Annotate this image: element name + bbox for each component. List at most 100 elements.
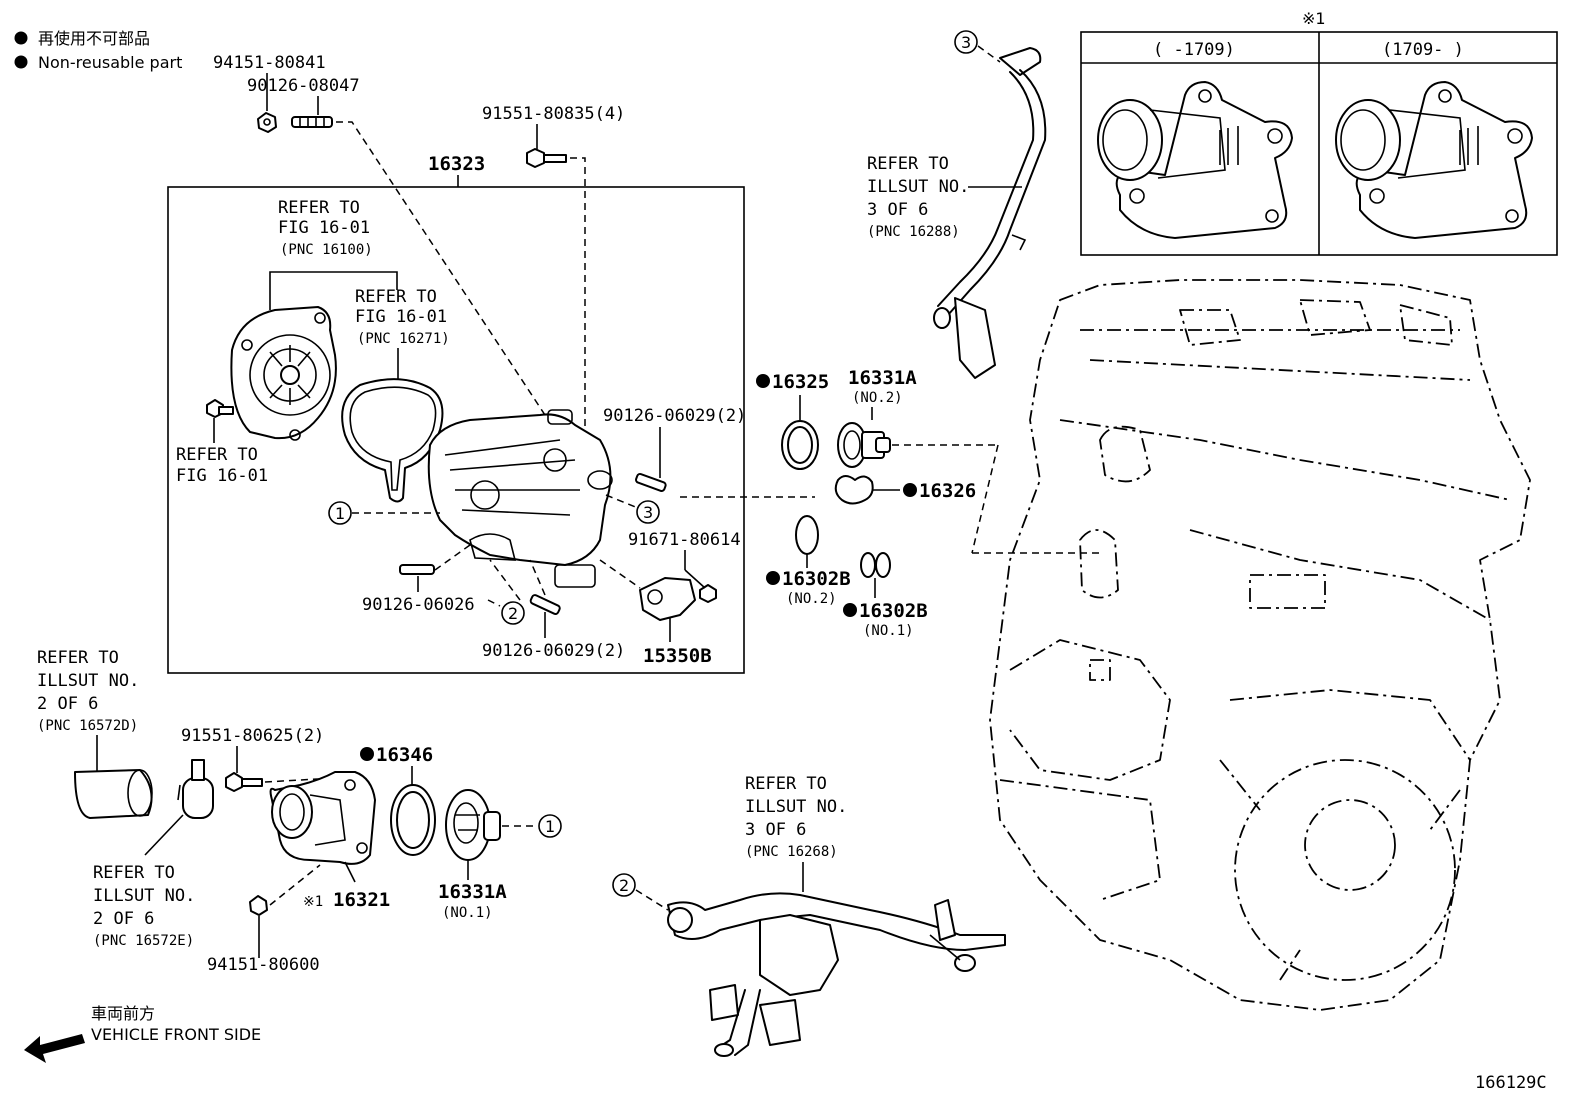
svg-text:(PNC 16288): (PNC 16288) bbox=[867, 224, 960, 240]
gasket-16325[interactable] bbox=[781, 420, 819, 470]
mark-16321: ※1 bbox=[303, 894, 323, 910]
inset-col-left: ( -1709) bbox=[1153, 40, 1235, 60]
svg-text:ILLSUT NO.: ILLSUT NO. bbox=[37, 671, 139, 691]
water-pump-assembly[interactable] bbox=[230, 306, 337, 441]
stud-90126-06029-upper[interactable] bbox=[635, 472, 667, 492]
svg-text:(NO.2): (NO.2) bbox=[786, 591, 837, 607]
thermostat-16331a-no1[interactable] bbox=[445, 789, 501, 861]
water-bypass-pipe-16268[interactable] bbox=[667, 892, 1006, 1057]
label-15350b[interactable]: 15350B bbox=[643, 645, 712, 667]
non-reusable-dot-icon bbox=[360, 747, 374, 761]
hose-clamp[interactable] bbox=[177, 759, 214, 819]
label-90126-08047[interactable]: 90126-08047 bbox=[247, 76, 360, 96]
bolt-91551-80625[interactable] bbox=[225, 772, 263, 792]
label-16302b-no2[interactable]: 16302B bbox=[782, 568, 851, 590]
non-reusable-dot-icon bbox=[14, 31, 28, 45]
svg-text:ILLSUT NO.: ILLSUT NO. bbox=[93, 886, 195, 906]
svg-text:FIG 16-01: FIG 16-01 bbox=[176, 466, 268, 486]
front-jp: 車両前方 bbox=[91, 1004, 155, 1023]
label-16331a-no1[interactable]: 16331A bbox=[438, 881, 507, 903]
ref-illsut-16288[interactable]: REFER TO ILLSUT NO. 3 OF 6 (PNC 16288) bbox=[867, 154, 969, 240]
label-90126-06026[interactable]: 90126-06026 bbox=[362, 595, 475, 615]
svg-text:FIG 16-01: FIG 16-01 bbox=[355, 307, 447, 327]
legend-jp: 再使用不可部品 bbox=[38, 29, 150, 48]
oring-16302b-no1[interactable] bbox=[860, 552, 891, 578]
bolt-91551-80835[interactable] bbox=[526, 148, 567, 168]
label-91671-80614[interactable]: 91671-80614 bbox=[628, 530, 741, 550]
svg-text:(NO.1): (NO.1) bbox=[442, 905, 493, 921]
ref-illsut-16572d[interactable]: REFER TO ILLSUT NO. 2 OF 6 (PNC 16572D) bbox=[37, 648, 139, 734]
ref-fig-16271[interactable]: REFER TO FIG 16-01 (PNC 16271) bbox=[355, 287, 450, 347]
svg-text:(PNC 16572D): (PNC 16572D) bbox=[37, 718, 138, 734]
non-reusable-dot-icon bbox=[766, 571, 780, 585]
label-16321[interactable]: 16321 bbox=[333, 889, 390, 911]
ref-fig-16100[interactable]: REFER TO FIG 16-01 (PNC 16100) bbox=[278, 198, 373, 258]
label-90126-06029-lower[interactable]: 90126-06029(2) bbox=[482, 641, 625, 661]
label-16325[interactable]: 16325 bbox=[772, 371, 829, 393]
svg-text:3 OF 6: 3 OF 6 bbox=[745, 820, 806, 840]
svg-text:REFER TO: REFER TO bbox=[93, 863, 175, 883]
label-91551-80835[interactable]: 91551-80835(4) bbox=[482, 104, 625, 124]
inset-housing-post-1709[interactable] bbox=[1335, 81, 1533, 239]
water-bypass-pipe-16288[interactable] bbox=[933, 47, 1047, 379]
label-16331a-no2[interactable]: 16331A bbox=[848, 367, 917, 389]
svg-text:2 OF 6: 2 OF 6 bbox=[93, 909, 154, 929]
ref-illsut-16572e[interactable]: REFER TO ILLSUT NO. 2 OF 6 (PNC 16572E) bbox=[93, 863, 195, 949]
sensor-15350b[interactable] bbox=[639, 577, 717, 621]
svg-text:(PNC 16268): (PNC 16268) bbox=[745, 844, 838, 860]
callout-2-housing bbox=[501, 601, 525, 625]
label-16302b-no1[interactable]: 16302B bbox=[859, 600, 928, 622]
stud-90126-06029-lower[interactable] bbox=[529, 594, 561, 615]
non-reusable-dot-icon bbox=[14, 55, 28, 69]
water-inlet-16321[interactable] bbox=[269, 771, 376, 865]
callout-1-housing bbox=[328, 501, 352, 525]
label-94151-80841[interactable]: 94151-80841 bbox=[213, 53, 326, 73]
svg-text:REFER TO: REFER TO bbox=[867, 154, 949, 174]
pump-bolt[interactable] bbox=[206, 399, 234, 418]
label-91551-80625[interactable]: 91551-80625(2) bbox=[181, 726, 324, 746]
svg-text:ILLSUT NO.: ILLSUT NO. bbox=[867, 177, 969, 197]
svg-text:2: 2 bbox=[619, 876, 629, 895]
thermostat-16331a-no2[interactable] bbox=[837, 422, 891, 468]
inset-mark: ※1 bbox=[1302, 9, 1326, 28]
svg-text:2 OF 6: 2 OF 6 bbox=[37, 694, 98, 714]
gasket-16326[interactable] bbox=[834, 475, 874, 505]
callout-2-pipe bbox=[612, 873, 636, 897]
gasket-16346[interactable] bbox=[390, 784, 436, 856]
nut-94151-80600[interactable] bbox=[249, 895, 268, 916]
svg-text:(NO.1): (NO.1) bbox=[863, 623, 914, 639]
nut-94151-80841[interactable] bbox=[257, 112, 277, 133]
stud-90126-08047[interactable] bbox=[291, 116, 333, 128]
callout-1-thermostat bbox=[538, 814, 562, 838]
ref-illsut-16268[interactable]: REFER TO ILLSUT NO. 3 OF 6 (PNC 16268) bbox=[745, 774, 847, 860]
engine-block-phantom bbox=[989, 279, 1531, 1011]
inset-col-right: (1709- ) bbox=[1382, 40, 1464, 60]
non-reusable-dot-icon bbox=[756, 374, 770, 388]
assembly-box-16323 bbox=[167, 186, 745, 674]
label-90126-06029-upper[interactable]: 90126-06029(2) bbox=[603, 406, 746, 426]
svg-text:1: 1 bbox=[545, 817, 555, 836]
oring-16302b-no2[interactable] bbox=[795, 515, 819, 555]
svg-text:ILLSUT NO.: ILLSUT NO. bbox=[745, 797, 847, 817]
svg-text:REFER TO: REFER TO bbox=[355, 287, 437, 307]
non-reusable-dot-icon bbox=[903, 483, 917, 497]
stud-90126-06026[interactable] bbox=[399, 564, 435, 575]
svg-text:(NO.2): (NO.2) bbox=[852, 390, 903, 406]
svg-text:FIG 16-01: FIG 16-01 bbox=[278, 218, 370, 238]
inset-variants: ( -1709) (1709- ) bbox=[1080, 31, 1558, 256]
radiator-hose[interactable] bbox=[74, 769, 153, 819]
front-arrow-icon bbox=[24, 1034, 85, 1063]
inset-housing-pre-1709[interactable] bbox=[1097, 81, 1293, 239]
label-16326[interactable]: 16326 bbox=[919, 480, 976, 502]
gasket-pump[interactable] bbox=[341, 378, 444, 503]
svg-text:1: 1 bbox=[335, 504, 345, 523]
svg-text:3: 3 bbox=[961, 33, 971, 52]
label-16323[interactable]: 16323 bbox=[428, 153, 485, 175]
label-94151-80600[interactable]: 94151-80600 bbox=[207, 955, 320, 975]
label-16346[interactable]: 16346 bbox=[376, 744, 433, 766]
figure-id: 166129C bbox=[1475, 1073, 1547, 1093]
ref-fig-bolt[interactable]: REFER TO bbox=[176, 445, 258, 465]
water-inlet-housing-16323[interactable] bbox=[427, 409, 613, 588]
svg-text:(PNC 16572E): (PNC 16572E) bbox=[93, 933, 194, 949]
